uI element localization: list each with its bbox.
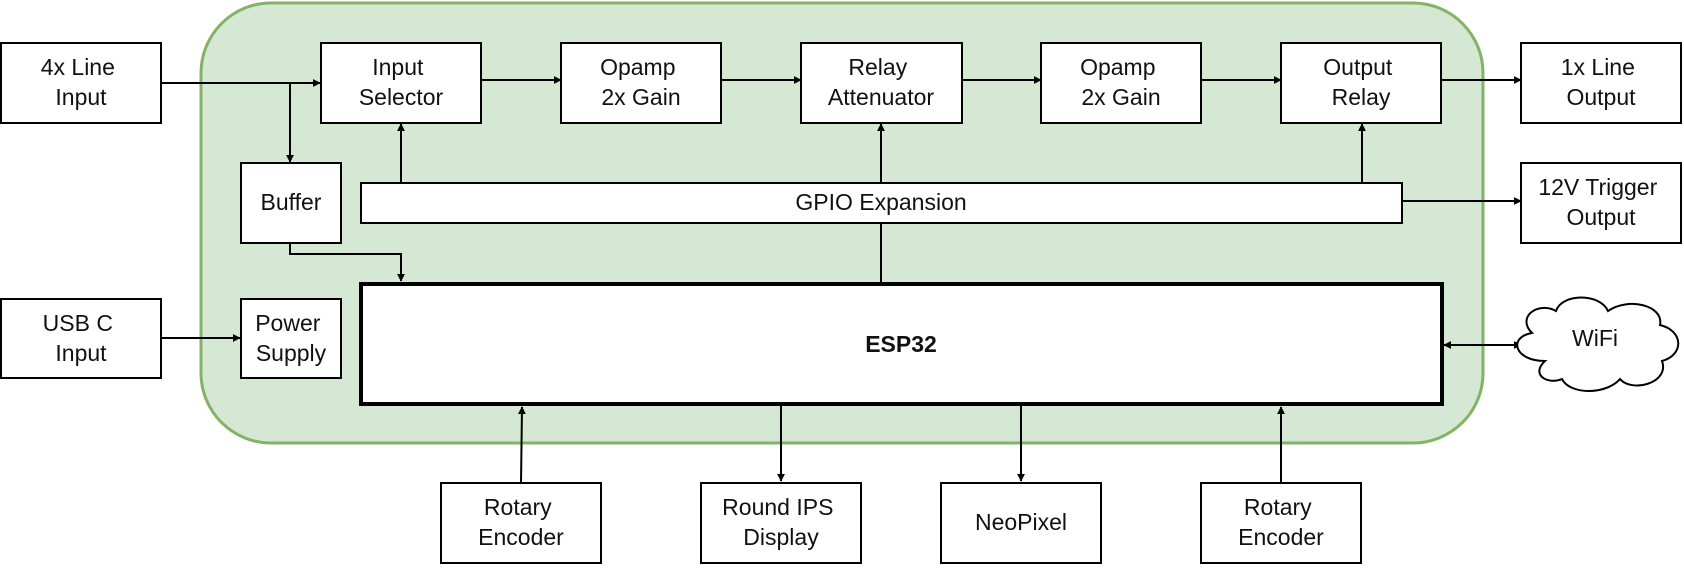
svg-text:Input Selector: Input Selector <box>359 54 444 110</box>
svg-text:4x Line Input: 4x Line Input <box>41 54 122 110</box>
block-relay-attenuator: Relay Attenuator <box>800 42 963 124</box>
block-esp32-label: ESP32 <box>865 331 937 357</box>
svg-text:1x Line Output: 1x Line Output <box>1561 54 1642 110</box>
block-usb-input: USB C Input <box>0 298 162 379</box>
svg-text:Buffer: Buffer <box>261 189 322 215</box>
block-round-display-label-2: Display <box>743 524 819 550</box>
svg-text:Rotary Encoder: Rotary Encoder <box>1238 494 1324 550</box>
block-input-selector-label-1: Input <box>372 54 424 80</box>
block-usb-input-label-2: Input <box>55 340 107 366</box>
svg-text:WiFi: WiFi <box>1572 325 1618 351</box>
cloud-icon <box>1516 296 1680 392</box>
block-rotary-encoder-right-label-2: Encoder <box>1238 524 1324 550</box>
svg-text:Round IPS Display: Round IPS Display <box>722 494 840 550</box>
block-rotary-encoder-left-label-2: Encoder <box>478 524 564 550</box>
block-buffer-label: Buffer <box>261 189 322 215</box>
block-power-supply: Power Supply <box>240 298 342 379</box>
block-opamp-1: Opamp 2x Gain <box>560 42 722 124</box>
connector-encoder-left-to-esp32 <box>517 406 526 484</box>
svg-text:Opamp 2x Gain: Opamp 2x Gain <box>1080 54 1162 110</box>
block-output-relay: Output Relay <box>1280 42 1442 124</box>
block-line-input-label-2: Input <box>55 84 107 110</box>
svg-text:GPIO Expansion: GPIO Expansion <box>795 189 966 215</box>
block-trigger-output: 12V Trigger Output <box>1520 162 1682 244</box>
block-esp32: ESP32 <box>359 282 1444 406</box>
block-gpio-expansion: GPIO Expansion <box>360 182 1403 224</box>
block-trigger-output-label-1: 12V Trigger <box>1538 174 1657 200</box>
block-opamp-2-label-2: 2x Gain <box>1081 84 1160 110</box>
block-relay-attenuator-label-1: Relay <box>848 54 907 80</box>
block-output-relay-label-1: Output <box>1323 54 1393 80</box>
block-gpio-expansion-label: GPIO Expansion <box>795 189 966 215</box>
block-line-input-label-1: 4x Line <box>41 54 115 80</box>
block-round-display: Round IPS Display <box>700 482 862 564</box>
block-opamp-2-label-1: Opamp <box>1080 54 1155 80</box>
block-input-selector-label-2: Selector <box>359 84 444 110</box>
connector-buffer-to-esp32 <box>289 243 405 282</box>
svg-text:USB C Input: USB C Input <box>43 310 120 366</box>
block-buffer: Buffer <box>240 162 342 244</box>
block-opamp-1-label-2: 2x Gain <box>601 84 680 110</box>
block-rotary-encoder-right: Rotary Encoder <box>1200 482 1362 564</box>
svg-text:ESP32: ESP32 <box>865 331 937 357</box>
svg-text:Relay Attenuator: Relay Attenuator <box>828 54 934 110</box>
svg-text:Rotary Encoder: Rotary Encoder <box>478 494 564 550</box>
block-wifi: WiFi <box>1516 296 1680 392</box>
block-line-output-label-2: Output <box>1566 84 1636 110</box>
block-input-selector: Input Selector <box>320 42 482 124</box>
block-rotary-encoder-left-label-1: Rotary <box>484 494 552 520</box>
block-opamp-1-label-1: Opamp <box>600 54 675 80</box>
svg-text:12V Trigger Output: 12V Trigger Output <box>1538 174 1663 230</box>
block-trigger-output-label-2: Output <box>1566 204 1636 230</box>
block-power-supply-label-1: Power <box>255 310 321 336</box>
connectors <box>162 76 1522 484</box>
block-relay-attenuator-label-2: Attenuator <box>828 84 934 110</box>
svg-text:NeoPixel: NeoPixel <box>975 509 1067 535</box>
block-round-display-label-1: Round IPS <box>722 494 833 520</box>
block-usb-input-label-1: USB C <box>43 310 113 336</box>
svg-text:Opamp 2x Gain: Opamp 2x Gain <box>600 54 682 110</box>
block-line-output-label-1: 1x Line <box>1561 54 1635 80</box>
block-output-relay-label-2: Relay <box>1332 84 1391 110</box>
block-rotary-encoder-right-label-1: Rotary <box>1244 494 1312 520</box>
block-wifi-label: WiFi <box>1572 325 1618 351</box>
block-line-output: 1x Line Output <box>1520 42 1682 124</box>
block-neopixel: NeoPixel <box>940 482 1102 564</box>
svg-text:Output Relay: Output Relay <box>1323 54 1398 110</box>
block-rotary-encoder-left: Rotary Encoder <box>440 482 602 564</box>
svg-text:Power Supply: Power Supply <box>255 310 327 366</box>
block-opamp-2: Opamp 2x Gain <box>1040 42 1202 124</box>
block-power-supply-label-2: Supply <box>256 340 327 366</box>
block-neopixel-label: NeoPixel <box>975 509 1067 535</box>
block-line-input: 4x Line Input <box>0 42 162 124</box>
